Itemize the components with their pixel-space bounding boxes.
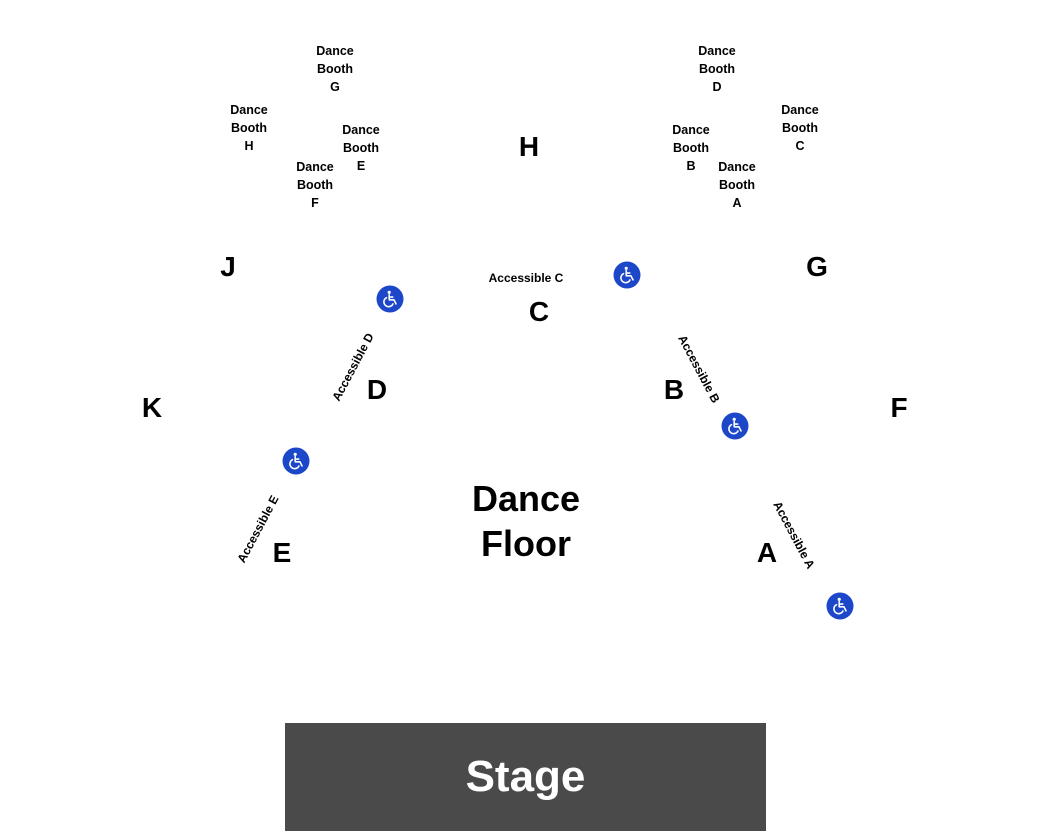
- section-g[interactable]: G: [806, 251, 828, 282]
- booth-line: Booth: [672, 141, 710, 155]
- booth-line: Dance: [718, 160, 756, 174]
- section-d[interactable]: D: [366, 374, 388, 405]
- booth-line: B: [686, 159, 696, 173]
- booth-line: A: [732, 196, 742, 210]
- section-c[interactable]: C: [528, 296, 550, 327]
- booth-line: Dance: [316, 44, 354, 58]
- booth-line: Booth: [296, 178, 334, 192]
- dance-booth-f[interactable]: Dance Booth F: [285, 158, 345, 212]
- wheelchair-icon[interactable]: [376, 285, 404, 313]
- dance-booth-g[interactable]: Dance Booth G: [305, 42, 365, 96]
- booth-line: Dance: [781, 103, 819, 117]
- booth-line: Booth: [698, 62, 736, 76]
- dance-booth-h[interactable]: Dance Booth H: [219, 101, 279, 155]
- booth-line: Booth: [316, 62, 354, 76]
- dance-booth-c[interactable]: Dance Booth C: [770, 101, 830, 155]
- booth-line: Dance: [230, 103, 268, 117]
- booth-line: G: [330, 80, 340, 94]
- booth-line: Dance: [698, 44, 736, 58]
- booth-line: Booth: [718, 178, 756, 192]
- section-f[interactable]: F: [890, 392, 908, 423]
- booth-line: H: [244, 139, 254, 153]
- dance-booth-e[interactable]: Dance Booth E: [331, 121, 391, 175]
- dance-booth-d[interactable]: Dance Booth D: [687, 42, 747, 96]
- section-b[interactable]: B: [663, 374, 685, 405]
- stage: Stage: [285, 723, 766, 831]
- section-h[interactable]: H: [518, 131, 540, 162]
- booth-line: Dance: [296, 160, 334, 174]
- dance-floor[interactable]: Dance Floor: [446, 476, 606, 566]
- wheelchair-icon[interactable]: [721, 412, 749, 440]
- booth-line: D: [712, 80, 722, 94]
- dance-booth-a[interactable]: Dance Booth A: [707, 158, 767, 212]
- booth-line: Booth: [230, 121, 268, 135]
- wheelchair-icon[interactable]: [613, 261, 641, 289]
- section-a[interactable]: A: [756, 537, 778, 568]
- section-e[interactable]: E: [272, 537, 292, 568]
- booth-line: C: [795, 139, 805, 153]
- stage-label: Stage: [465, 752, 586, 801]
- dance-floor-line: Floor: [481, 523, 571, 564]
- booth-line: E: [356, 159, 366, 173]
- booth-line: Booth: [342, 141, 380, 155]
- dance-booth-b[interactable]: Dance Booth B: [661, 121, 721, 175]
- booth-line: Dance: [672, 123, 710, 137]
- wheelchair-icon[interactable]: [282, 447, 310, 475]
- booth-line: F: [311, 196, 319, 210]
- booth-line: Booth: [781, 121, 819, 135]
- wheelchair-icon[interactable]: [826, 592, 854, 620]
- dance-floor-line: Dance: [471, 478, 581, 519]
- accessible-a-label[interactable]: Accessible A: [770, 498, 818, 572]
- section-k[interactable]: K: [141, 392, 163, 423]
- booth-line: Dance: [342, 123, 380, 137]
- accessible-c-label[interactable]: Accessible C: [488, 271, 564, 285]
- section-j[interactable]: J: [220, 251, 236, 282]
